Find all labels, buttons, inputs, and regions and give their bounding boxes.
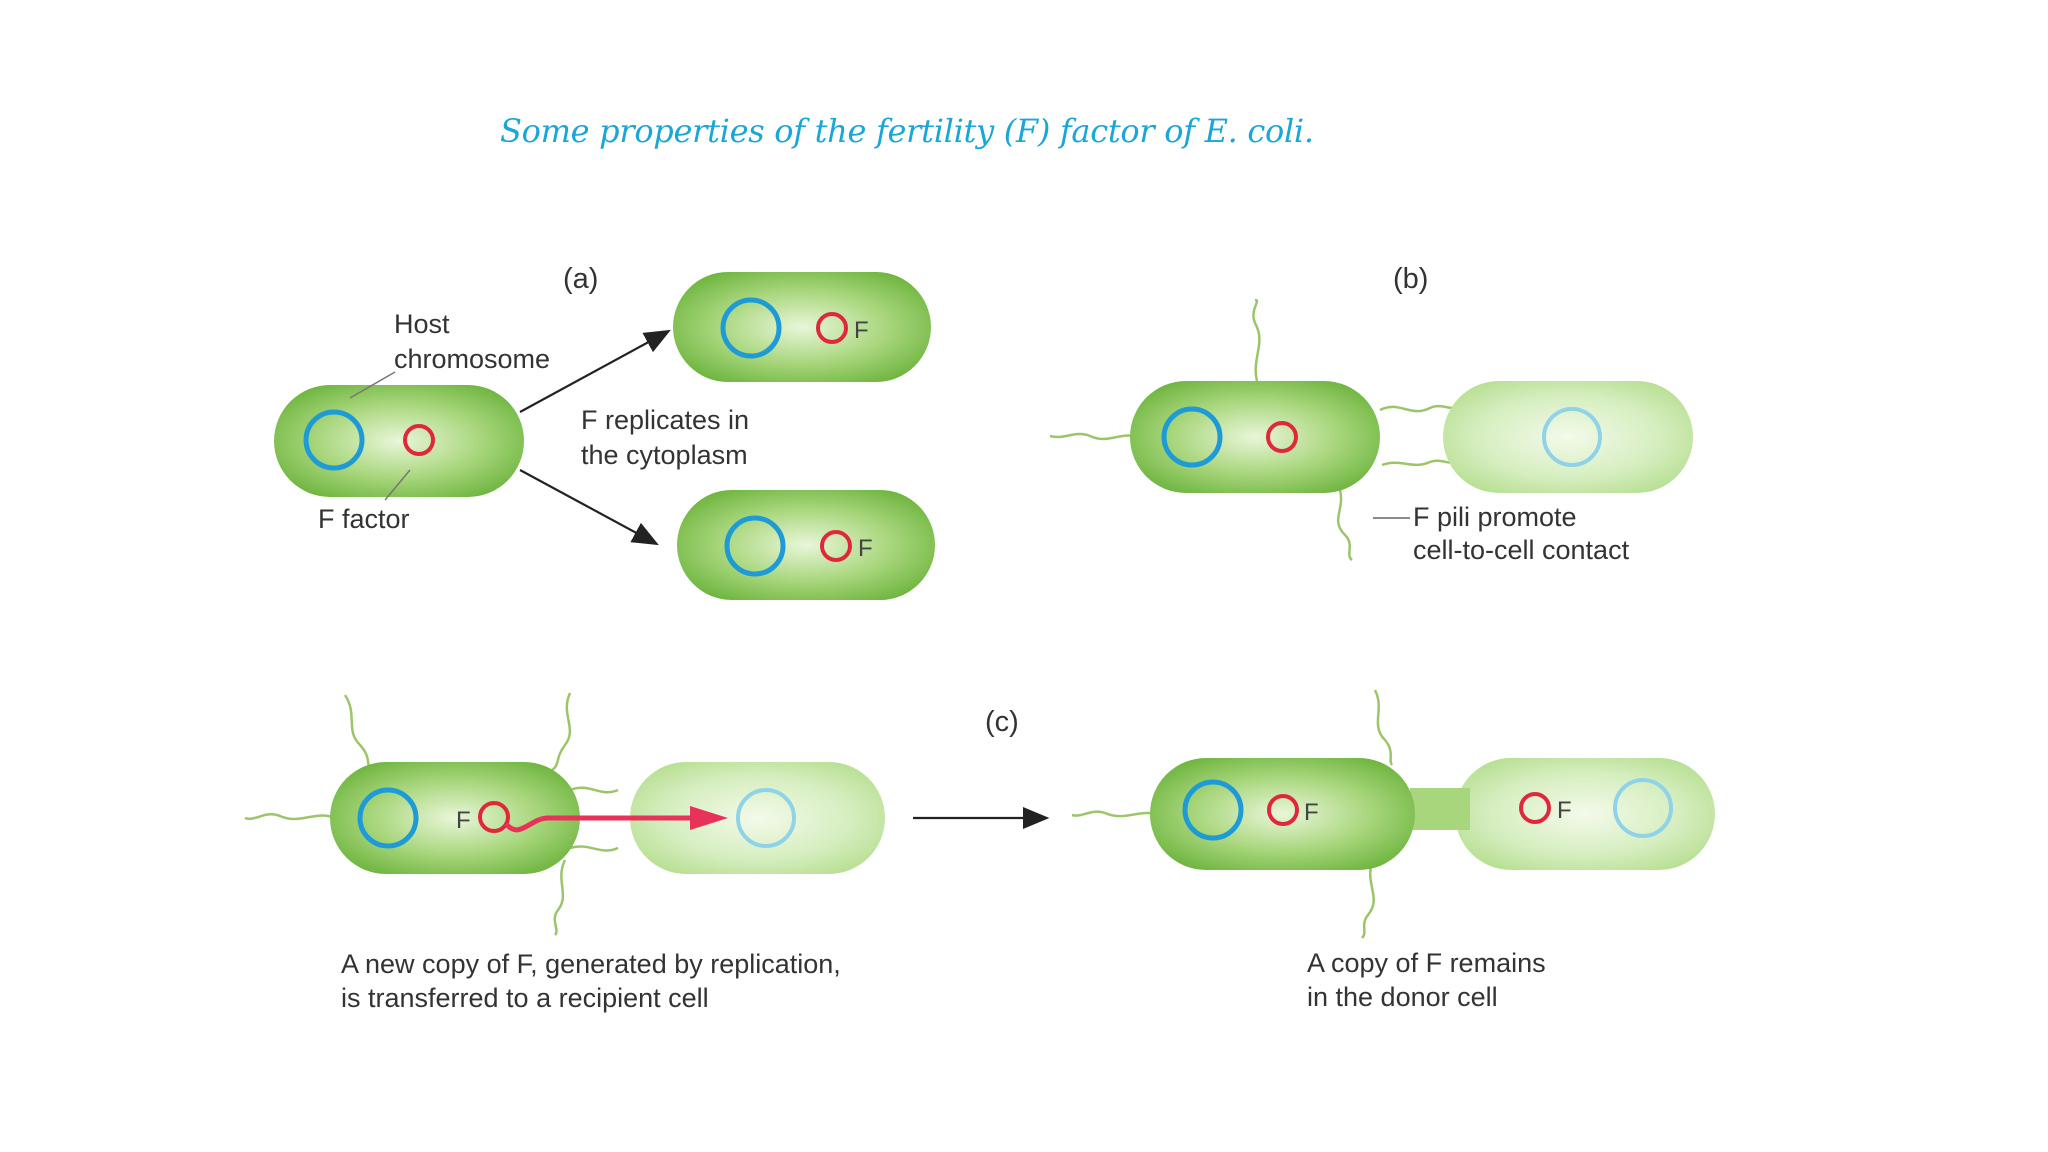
pilus — [1373, 689, 1394, 766]
new-donor-chromosome — [1613, 778, 1673, 838]
new-donor-cell — [1455, 758, 1715, 870]
panel-a-label: (a) — [563, 263, 598, 295]
pilus — [1071, 810, 1161, 818]
host-chromosome-leader — [349, 371, 396, 399]
pilus — [1379, 404, 1461, 413]
parent-cell — [274, 385, 524, 497]
original-donor-cell — [1150, 758, 1415, 870]
conjugation-bridge — [1410, 788, 1470, 830]
original-donor-chromosome — [1182, 779, 1244, 841]
pilus — [569, 845, 619, 852]
remains-label-2: in the donor cell — [1307, 982, 1498, 1012]
panel-b-label: (b) — [1393, 263, 1428, 295]
panel-a: (a) Host chromosome F factor F replicate… — [274, 263, 935, 600]
new-donor-f-plasmid — [1519, 792, 1551, 824]
pilus — [1336, 489, 1353, 562]
donor-chromosome-transfer — [357, 787, 419, 849]
figure-title: Some properties of the fertility (F) fac… — [500, 112, 1314, 150]
donor-f-plasmid — [1266, 421, 1298, 453]
f-mark-original-donor: F — [1304, 799, 1319, 826]
recipient-cell-transfer — [630, 762, 885, 874]
pilus — [1252, 298, 1261, 386]
transfer-arrowhead — [690, 806, 728, 830]
recipient-chromosome — [1542, 407, 1602, 467]
f-factor-plasmid — [403, 424, 435, 456]
transfer-label-2: is transferred to a recipient cell — [341, 983, 709, 1013]
pilus — [551, 692, 572, 772]
f-plasmid-top — [816, 312, 848, 344]
pilus — [343, 694, 373, 772]
host-chromosome-label-1: Host — [394, 309, 450, 339]
replicates-label-1: F replicates in — [581, 405, 749, 435]
donor-cell — [1130, 381, 1380, 493]
host-chromosome-label-2: chromosome — [394, 344, 550, 374]
pilus — [1049, 432, 1141, 441]
original-donor-f-plasmid — [1267, 794, 1299, 826]
panel-c-label: (c) — [985, 706, 1019, 738]
pilus — [1361, 861, 1375, 939]
remains-label-1: A copy of F remains — [1307, 948, 1546, 978]
donor-chromosome — [1161, 406, 1223, 468]
chromosome-bottom — [724, 515, 786, 577]
transfer-strand — [504, 815, 705, 833]
transfer-label-1: A new copy of F, generated by replicatio… — [341, 949, 841, 979]
pilus — [1381, 459, 1461, 467]
pili-label-2: cell-to-cell contact — [1413, 535, 1630, 565]
panel-c: (c) F A new copy of F, generated by repl… — [244, 689, 1715, 1013]
title-text: Some properties of the fertility (F) fac… — [500, 112, 1195, 150]
pilus — [244, 813, 336, 821]
host-chromosome — [303, 409, 365, 471]
chromosome-top — [720, 297, 782, 359]
f-mark-bottom: F — [858, 535, 873, 562]
daughter-cell-top — [673, 272, 931, 382]
daughter-cell-bottom — [677, 490, 935, 600]
replicates-label-2: the cytoplasm — [581, 440, 748, 470]
f-factor-leader — [384, 469, 411, 501]
f-mark-top: F — [854, 317, 869, 344]
recipient-cell — [1443, 381, 1693, 493]
arrow-down — [519, 469, 659, 546]
recipient-chromosome-transfer — [736, 788, 796, 848]
f-plasmid-transfer — [478, 801, 510, 833]
f-factor-label: F factor — [318, 504, 410, 534]
panel-b: (b) F pili promote cell-to-cell contact — [1049, 263, 1693, 565]
f-mark-new-donor: F — [1557, 797, 1572, 824]
pili-label-1: F pili promote — [1413, 502, 1577, 532]
pilus — [553, 859, 567, 936]
f-mark-transfer: F — [456, 807, 471, 834]
arrow-up — [519, 329, 671, 413]
title-organism: E. coli. — [1204, 112, 1314, 150]
f-plasmid-bottom — [820, 530, 852, 562]
pilus — [569, 786, 619, 794]
